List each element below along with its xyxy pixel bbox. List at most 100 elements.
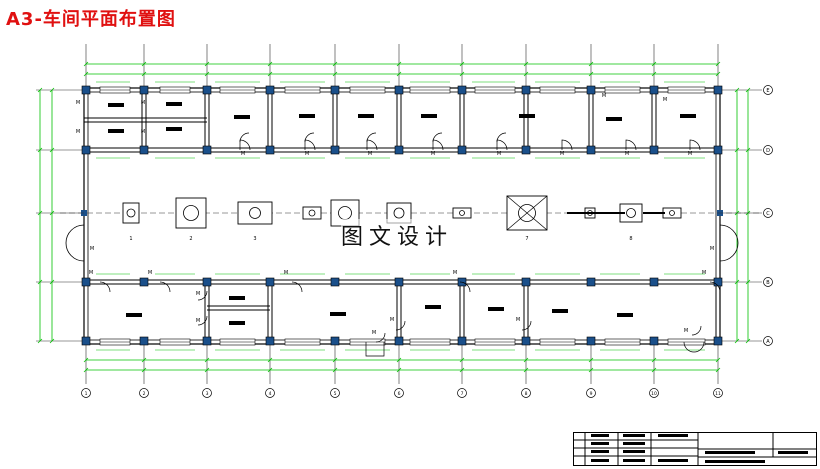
door-label: M [148, 270, 152, 276]
axis-bubble-col [457, 388, 467, 398]
axis-bubble-col-label: 8 [525, 391, 528, 397]
door-label: M [196, 318, 200, 324]
axis-bubble-row [763, 145, 773, 155]
door-label: M [305, 151, 309, 157]
axis-bubble-col [713, 388, 723, 398]
dimension-tick [588, 357, 594, 363]
door-label: M [241, 151, 245, 157]
dimension-tick [651, 357, 657, 363]
axis-bubble-row-label: B [766, 280, 770, 286]
dimension-tick [204, 367, 210, 373]
dimension-tick [396, 71, 402, 77]
structural-column [265, 336, 275, 346]
door-label: M [141, 100, 145, 106]
room-tag [617, 313, 633, 317]
structural-column [586, 277, 596, 287]
axis-bubble-row-label: E [766, 88, 769, 94]
structural-column [265, 277, 275, 287]
door-swing [625, 139, 637, 151]
axis-bubble-col [265, 388, 275, 398]
dimension-tick [37, 87, 43, 93]
structural-column [139, 277, 149, 287]
dimension-tick [37, 279, 43, 285]
drawing-title: A3-车间平面布置图 [6, 9, 176, 30]
structural-column [81, 145, 91, 155]
structural-column [649, 336, 659, 346]
room-tag [680, 114, 696, 118]
machine-detail [518, 204, 536, 222]
door-label: M [196, 291, 200, 297]
main-door-left [65, 224, 85, 262]
machine-detail [626, 208, 636, 218]
door-label: M [76, 129, 80, 135]
structural-column [330, 277, 340, 287]
dimension-tick [523, 71, 529, 77]
structural-column [457, 85, 467, 95]
machine-detail [126, 208, 136, 218]
door-swing [239, 132, 250, 143]
dimension-tick [396, 61, 402, 67]
structural-column [394, 336, 404, 346]
structural-column [81, 277, 91, 287]
room-tag [488, 307, 504, 311]
structural-column [81, 336, 91, 346]
machine [237, 201, 273, 225]
structural-column [457, 336, 467, 346]
door-swing [521, 320, 532, 331]
door-label: M [372, 330, 376, 336]
room-tag [229, 296, 245, 300]
structural-column [521, 277, 531, 287]
machine-number: 3 [253, 236, 256, 242]
machine-number: 1 [129, 236, 132, 242]
axis-bubble-col-label: 5 [334, 391, 337, 397]
structural-column [649, 277, 659, 287]
door-swing [496, 132, 507, 143]
room-tag [606, 117, 622, 121]
door-swing [432, 132, 443, 143]
door-swing [304, 132, 315, 143]
axis-bubble-col-label: 10 [651, 391, 657, 397]
entrance-steps [365, 342, 385, 357]
dimension-tick [734, 147, 740, 153]
axis-bubble-row-label: D [766, 148, 770, 154]
dimension-tick [715, 61, 721, 67]
dimension-tick [267, 367, 273, 373]
structural-column [586, 145, 596, 155]
machine-number: 7 [525, 236, 528, 242]
door-swing [459, 281, 471, 293]
dimension-tick [651, 367, 657, 373]
room-tag [358, 114, 374, 118]
dimension-tick [83, 71, 89, 77]
machine-detail [183, 205, 199, 221]
door-swing [197, 290, 208, 301]
structural-column [521, 85, 531, 95]
structural-column [265, 85, 275, 95]
room-tag [421, 114, 437, 118]
dimension-tick [49, 279, 55, 285]
door-label: M [89, 270, 93, 276]
dimension-tick [37, 210, 43, 216]
structural-column [202, 277, 212, 287]
dimension-tick [715, 71, 721, 77]
dimension-tick [715, 367, 721, 373]
door-label: M [76, 100, 80, 106]
door-swing [291, 281, 303, 293]
structural-column [586, 336, 596, 346]
axis-bubble-col [586, 388, 596, 398]
machine [175, 197, 207, 229]
axis-bubble-col-label: 11 [715, 391, 721, 397]
dimension-tick [267, 61, 273, 67]
door-label: M [560, 151, 564, 157]
room-tag [166, 127, 182, 131]
door-swing [561, 139, 573, 151]
structural-column [139, 85, 149, 95]
watermark-text: 图文设计 [341, 219, 454, 251]
room-tag [552, 309, 568, 313]
room-tag [519, 114, 535, 118]
machine-detail [506, 195, 548, 231]
dimension-tick [745, 338, 751, 344]
dimension-tick [267, 357, 273, 363]
door-label: M [625, 151, 629, 157]
dimension-tick [651, 61, 657, 67]
